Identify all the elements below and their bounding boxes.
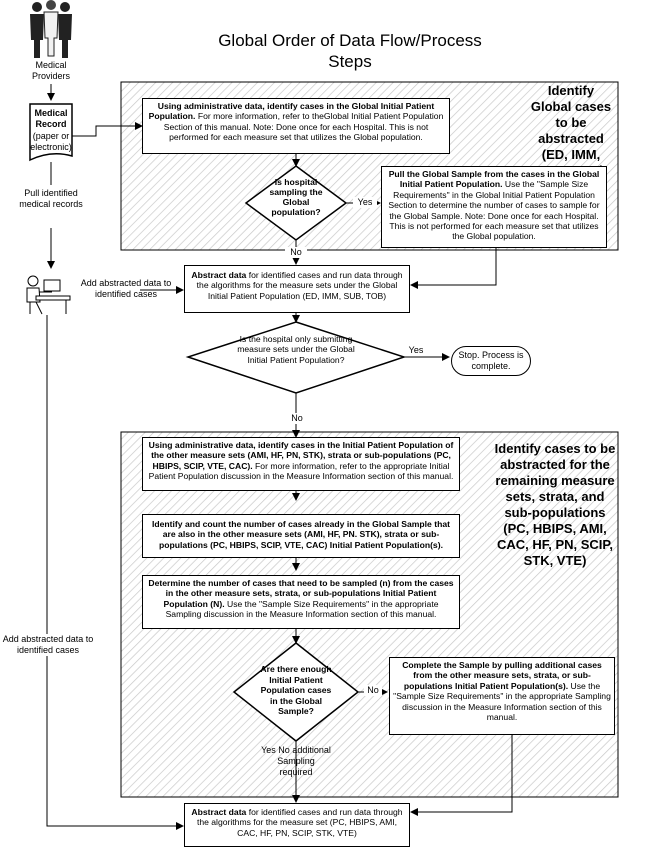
identify-other-cases-bold: Using administrative data, identify case… (148, 440, 454, 471)
identify-global-cases-bold: Using administrative data, identify case… (148, 101, 435, 122)
only-global-yes: Yes (408, 345, 424, 355)
only-global-no: No (286, 413, 308, 424)
identify-global-cases-box: Using administrative data, identify case… (142, 98, 450, 154)
complete-sample-bold: Complete the Sample by pulling additiona… (402, 660, 602, 691)
determine-sample-size-box: Determine the number of cases that need … (142, 575, 460, 629)
medical-record-title: Medical Record (34, 108, 68, 129)
abstract-remaining-bold: Abstract data (191, 807, 247, 817)
enough-cases-yes-note: Yes No additional Sampling required (261, 745, 331, 777)
determine-sample-size-rest: Use the "Sample Size Requirements" in th… (165, 598, 439, 620)
only-global-question: Is the hospital only submitting measure … (237, 334, 355, 365)
abstract-remaining-rest: for identified cases and run data throug… (196, 807, 403, 838)
abstract-global-bold: Abstract data (191, 270, 247, 280)
abstract-remaining-data-box: Abstract data for identified cases and r… (184, 803, 410, 847)
enough-cases-no: No (364, 685, 382, 696)
hospital-sampling-question: Is hospital sampling the Global populati… (269, 177, 323, 217)
medical-providers-icon (30, 0, 72, 58)
identify-global-cases-rest: For more information, refer to theGlobal… (163, 111, 444, 143)
abstract-global-data-box: Abstract data for identified cases and r… (184, 265, 410, 313)
abstract-global-rest: for identified cases and run data throug… (196, 270, 403, 301)
medical-providers-label: Medical Providers (31, 60, 70, 81)
hospital-sampling-decision (244, 165, 348, 241)
pull-global-sample-box: Pull the Global Sample from the cases in… (381, 166, 607, 248)
enough-cases-question: Are there enough Initial Patient Populat… (260, 664, 332, 716)
identify-other-cases-box: Using administrative data, identify case… (142, 437, 460, 491)
count-global-overlap-bold: Identify and count the number of cases a… (152, 519, 450, 550)
identify-other-cases-rest: For more information, refer to the appro… (148, 460, 454, 482)
determine-sample-size-bold: Determine the number of cases that need … (148, 578, 454, 609)
hospital-sampling-yes: Yes (353, 197, 377, 208)
medical-record-subtitle: (paper or electronic) (30, 131, 72, 152)
pull-records-label: Pull identified medical records (19, 188, 83, 209)
medical-record-shape (29, 103, 73, 162)
pull-global-sample-rest: Use the "Sample Size Requirements" in th… (388, 179, 600, 242)
global-region-heading: Identify Global cases to be abstracted (… (530, 83, 612, 178)
only-global-decision (185, 321, 407, 394)
add-abstracted-data-label-left: Add abstracted data to identified cases (2, 634, 94, 656)
pull-global-sample-bold: Pull the Global Sample from the cases in… (388, 169, 600, 190)
stop-terminator: Stop. Process is complete. (451, 346, 531, 376)
hospital-sampling-no: No (285, 247, 307, 258)
abstractor-icon (26, 275, 71, 315)
diagram-title: Global Order of Data Flow/Process Steps (218, 31, 482, 71)
add-abstracted-data-label-top: Add abstracted data to identified cases (80, 278, 172, 299)
enough-cases-decision (232, 642, 360, 742)
count-global-overlap-box: Identify and count the number of cases a… (142, 514, 460, 558)
complete-sample-rest: Use the "Sample Size Requirements" in th… (393, 680, 611, 723)
remaining-region-heading: Identify cases to be abstracted for the … (494, 441, 616, 568)
complete-sample-box: Complete the Sample by pulling additiona… (389, 657, 615, 735)
